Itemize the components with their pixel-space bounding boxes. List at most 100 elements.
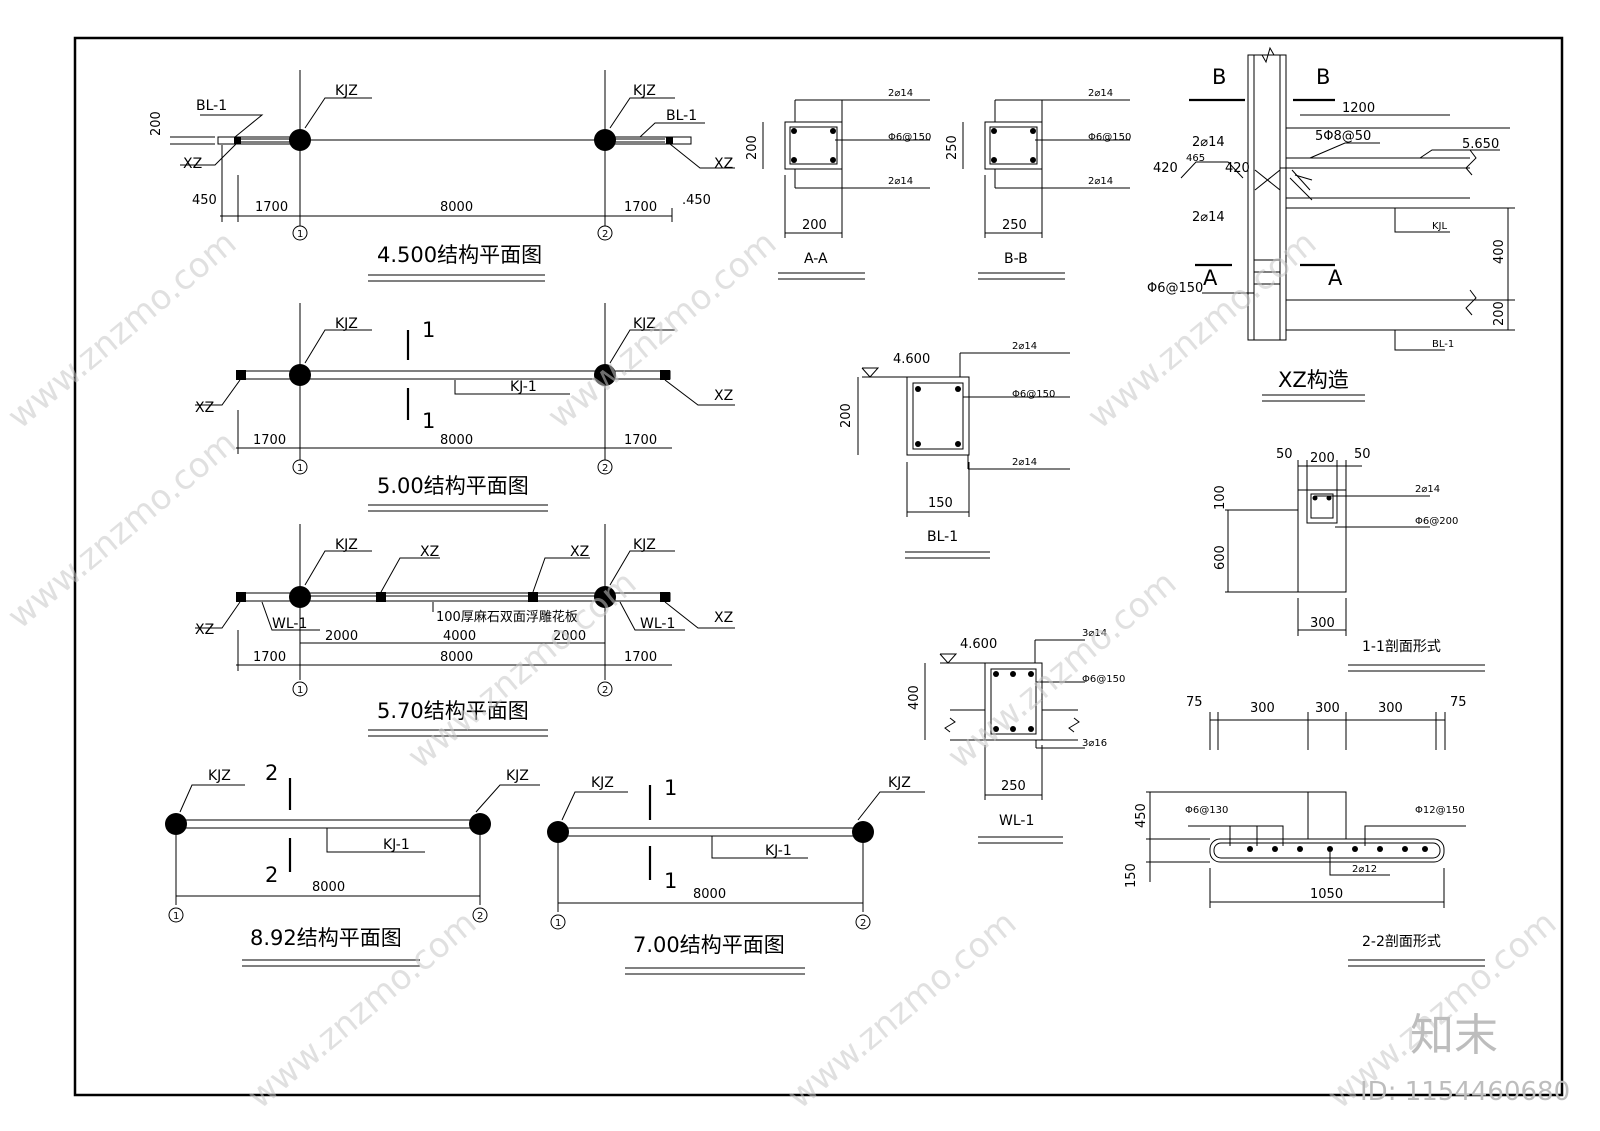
bl-label: BL-1 [196, 98, 227, 114]
dim-2000: 2000 [553, 629, 586, 644]
xz-label: XZ [195, 400, 214, 416]
section-title: B-B [1004, 251, 1028, 267]
plan-title: 4.500结构平面图 [377, 243, 542, 267]
kj-label: KJ-1 [383, 837, 410, 853]
dim-1700: 1700 [624, 650, 657, 665]
rebar-top: 2⌀14 [1012, 341, 1037, 352]
watermarks: www.znzmo.com www.znzmo.com www.znzmo.co… [0, 223, 1570, 1117]
rebar-top: 2⌀14 [1088, 88, 1113, 99]
elevation: 4.600 [893, 352, 930, 367]
kjz-label: KJZ [335, 537, 358, 553]
dim-8000: 8000 [693, 887, 726, 902]
dim-50: 50 [1354, 447, 1371, 462]
stirrup: Φ6@150 [1088, 132, 1131, 143]
stirrup: Φ6@150 [1082, 674, 1125, 685]
dim-1700: 1700 [624, 433, 657, 448]
section-mark: B [1316, 65, 1330, 89]
rebar-label: Φ6@130 [1185, 805, 1228, 816]
brand-logo: 知末 [1410, 1010, 1498, 1061]
dim-1700: 1700 [253, 650, 286, 665]
plan-570: KJZ KJZ XZ XZ XZ XZ WL-1 WL-1 100厚麻石双面浮雕… [195, 524, 735, 737]
section-title: A-A [804, 251, 828, 267]
kjz-label: KJZ [888, 775, 911, 791]
watermark-text: www.znzmo.com [540, 223, 784, 437]
rebar-label: 2⌀14 [1192, 210, 1225, 225]
dim-width: 200 [802, 218, 827, 233]
section-mark: 1 [422, 318, 435, 342]
rebar-label: Φ12@150 [1415, 805, 1465, 816]
rebar-bottom: 2⌀14 [888, 176, 913, 187]
axis-1: 1 [297, 229, 303, 240]
xz-label: XZ [183, 156, 202, 172]
dim-height: 400 [907, 685, 922, 710]
dim-width: 150 [928, 496, 953, 511]
axis-1: 1 [555, 918, 561, 929]
slab-note: 100厚麻石双面浮雕花板 [436, 609, 578, 625]
kjz-label: KJZ [335, 83, 358, 99]
stirrup: Φ6@150 [1147, 281, 1203, 296]
plan-500: KJZ KJZ XZ XZ KJ-1 1 1 1700 8000 1700 1 … [195, 303, 735, 512]
bl-label: BL-1 [1432, 339, 1454, 350]
rebar-top: 2⌀14 [888, 88, 913, 99]
rebar-top: 3⌀14 [1082, 628, 1107, 639]
kjz-label: KJZ [591, 775, 614, 791]
rebar-bottom: 3⌀16 [1082, 738, 1107, 749]
plan-892: KJZ KJZ KJ-1 2 2 8000 1 2 8.92结构平面图 [165, 761, 540, 967]
column-kjz [289, 129, 311, 151]
axis-1: 1 [173, 911, 179, 922]
dim-1700: 1700 [255, 200, 288, 215]
kj-label: KJ-1 [765, 843, 792, 859]
elevation: 4.600 [960, 637, 997, 652]
sheet-border [73, 36, 1564, 1097]
section-title: BL-1 [927, 529, 958, 545]
rebar-label: 5Φ8@50 [1315, 129, 1371, 144]
section-title: 2-2剖面形式 [1362, 934, 1441, 950]
dim-200: 200 [149, 111, 164, 136]
dim-150: 150 [1124, 863, 1139, 888]
section-2-2: 75 300 300 300 75 Φ6@130 Φ12@150 2⌀12 45… [1124, 695, 1485, 967]
bl-label: BL-1 [666, 108, 697, 124]
dim-8000: 8000 [440, 650, 473, 665]
kjz-label: KJZ [506, 768, 529, 784]
dim-200: 200 [1310, 451, 1335, 466]
section-1-1: 50 200 50 2⌀14 Φ6@200 100 600 300 1-1剖面形… [1213, 447, 1485, 672]
dim-8000: 8000 [312, 880, 345, 895]
dim-450: .450 [682, 193, 711, 208]
watermark-text: www.znzmo.com [780, 903, 1024, 1117]
stirrup: Φ6@200 [1415, 516, 1458, 527]
watermark-text: www.znzmo.com [940, 563, 1184, 777]
xz-detail: B B A A 1200 5Φ8@50 5.650 2⌀14 420 465 4… [1147, 46, 1515, 402]
dim-100: 100 [1213, 485, 1228, 510]
dim-450: 450 [1134, 803, 1149, 828]
dim-1700: 1700 [624, 200, 657, 215]
wl-label: WL-1 [640, 616, 675, 632]
plan-title: 5.00结构平面图 [377, 474, 529, 498]
dim-8000: 8000 [440, 200, 473, 215]
wl-label: WL-1 [272, 616, 307, 632]
dim-75: 75 [1450, 695, 1467, 710]
rebar-label: 2⌀14 [1192, 135, 1225, 150]
dim-75: 75 [1186, 695, 1203, 710]
elevation: 5.650 [1462, 137, 1499, 152]
rebar-label: 2⌀12 [1352, 864, 1377, 875]
section-mark: B [1212, 65, 1226, 89]
dim-450: 450 [192, 193, 217, 208]
section-title: WL-1 [999, 813, 1034, 829]
section-mark: 1 [664, 869, 677, 893]
section-aa: 2⌀14 Φ6@150 2⌀14 200 200 A-A [745, 88, 931, 280]
axis-2: 2 [602, 229, 608, 240]
detail-title: XZ构造 [1278, 368, 1349, 392]
dim-1700: 1700 [253, 433, 286, 448]
dim-2000: 2000 [325, 629, 358, 644]
image-id: ID: 1154460680 [1360, 1077, 1570, 1107]
rebar-bottom: 2⌀14 [1012, 457, 1037, 468]
axis-1: 1 [297, 463, 303, 474]
axis-2: 2 [602, 463, 608, 474]
section-mark: 2 [265, 863, 278, 887]
axis-2: 2 [477, 911, 483, 922]
dim-1050: 1050 [1310, 887, 1343, 902]
dim-height: 250 [945, 135, 960, 160]
rebar-bottom: 2⌀14 [1088, 176, 1113, 187]
plan-title: 5.70结构平面图 [377, 699, 529, 723]
dim-300: 300 [1310, 616, 1335, 631]
